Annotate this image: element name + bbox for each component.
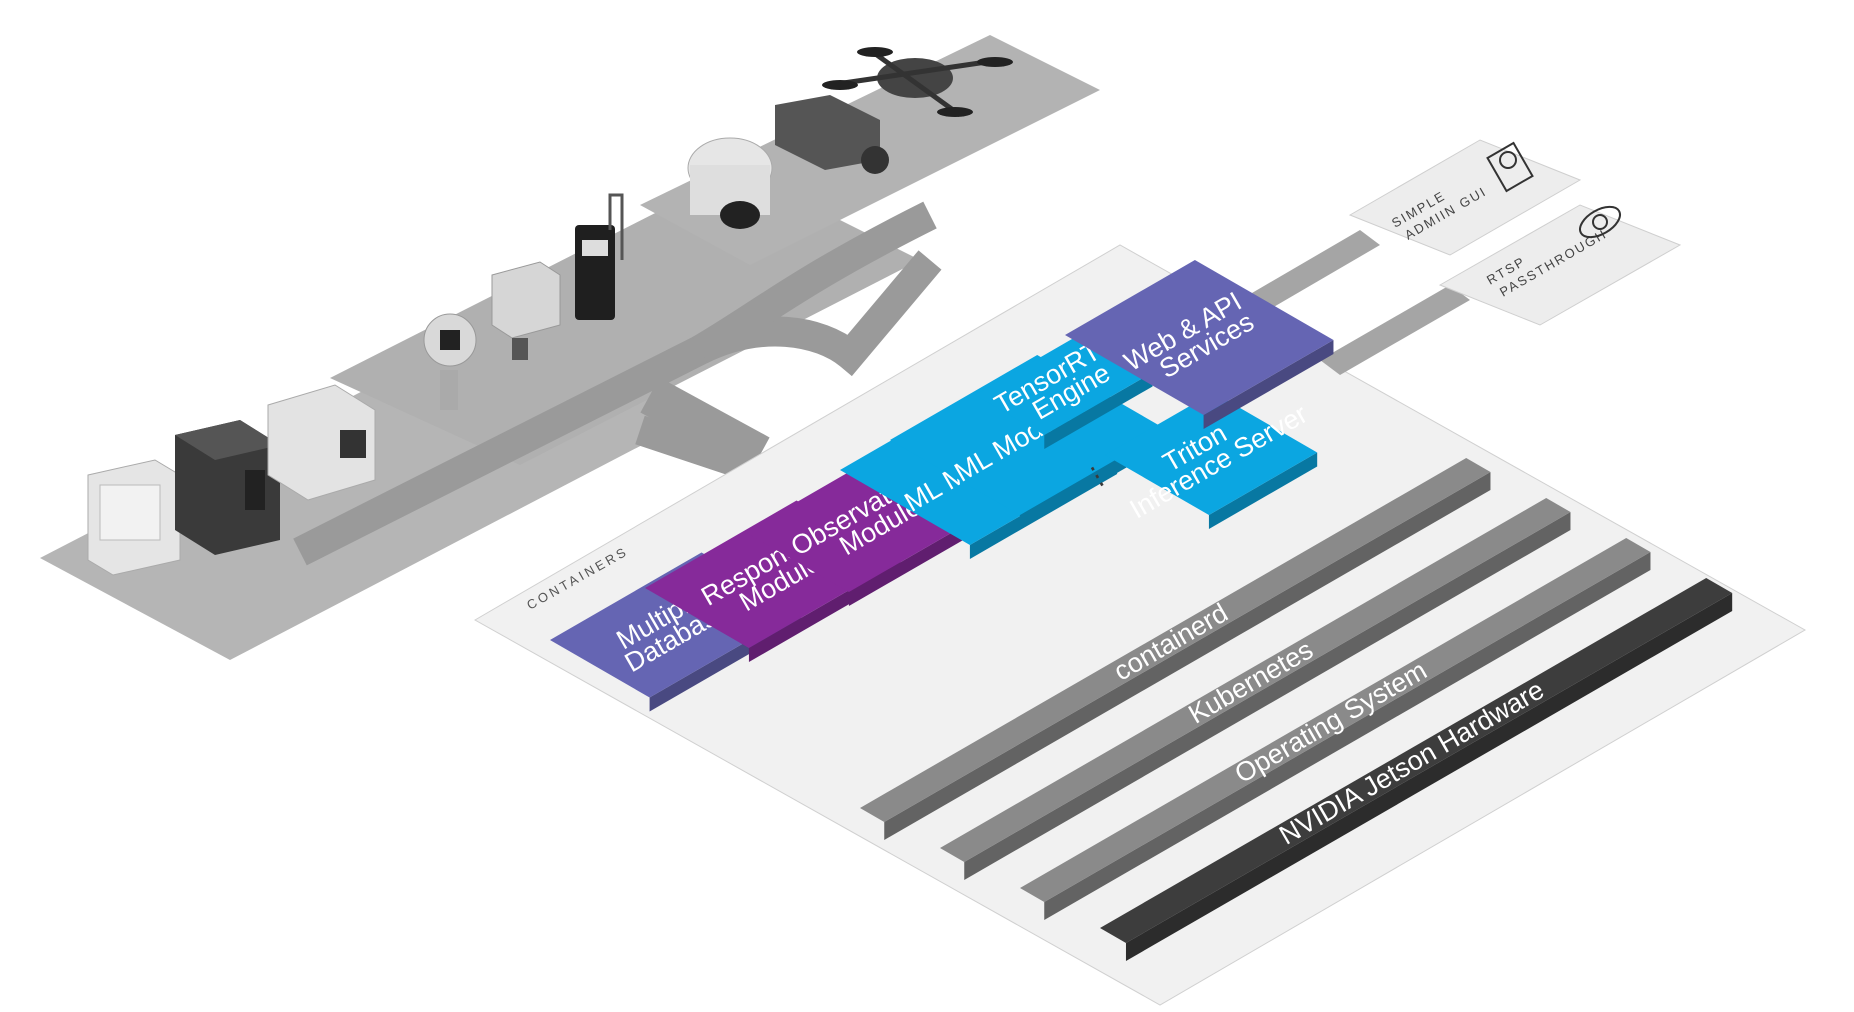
layer-kubernetes: Kubernetes (940, 498, 1571, 880)
box-camera-icon (775, 95, 889, 174)
gas-detector-icon (491, 261, 561, 360)
platform-base (473, 244, 1807, 1006)
rtsp-card: RTSP PASSTHROUGH (1438, 204, 1682, 326)
handheld-meter-icon (575, 193, 624, 320)
admin-gui-connector (1240, 230, 1380, 315)
pressure-transmitter-icon (423, 313, 477, 410)
rtsp-connector (1320, 285, 1470, 375)
admin-gui-card: SIMPLE ADMIIN GUI (1348, 139, 1582, 256)
eye-gear-icon (1579, 205, 1621, 239)
dome-thermal-camera-icon (687, 137, 773, 229)
variable-frequency-drive-icon (175, 420, 280, 555)
io-module-icon (267, 384, 376, 501)
plc-controller-icon (87, 459, 181, 576)
drone-icon (822, 47, 1013, 118)
gear-document-icon (1486, 141, 1534, 193)
